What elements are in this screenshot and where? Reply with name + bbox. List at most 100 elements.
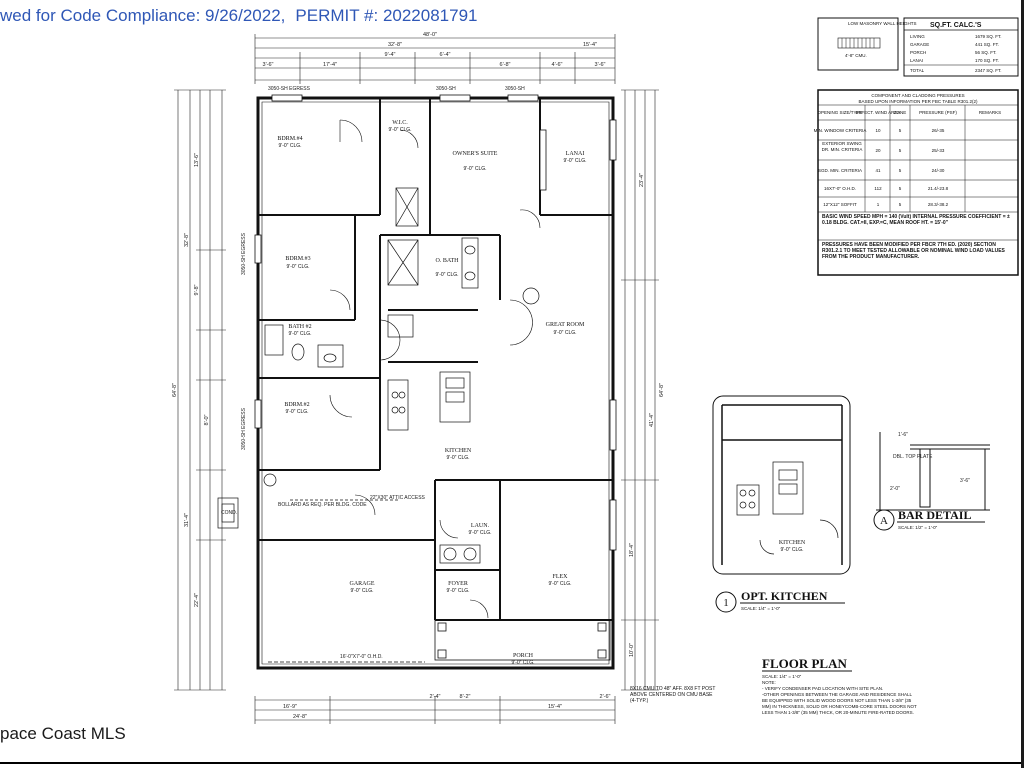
svg-text:ZONE: ZONE: [894, 110, 907, 115]
exterior-walls: [256, 96, 615, 670]
svg-text:21.4/-23.8: 21.4/-23.8: [928, 186, 949, 191]
review-text: wed for Code Compliance: 9/26/2022,: [0, 6, 286, 25]
floor-plan-title: FLOOR PLAN: [762, 656, 847, 671]
svg-text:PORCH: PORCH: [910, 50, 926, 55]
pressure-table: COMPONENT AND CLADDING PRESSURES BASED U…: [814, 89, 1019, 276]
cond-label: COND.: [221, 510, 237, 516]
svg-text:9'-0" CLG.: 9'-0" CLG.: [288, 331, 311, 337]
fixtures: [217, 187, 540, 564]
dim-bottom-4: 15'-4": [548, 704, 562, 710]
svg-text:PRESSURE (PSF): PRESSURE (PSF): [919, 110, 957, 115]
svg-text:441 SQ. FT.: 441 SQ. FT.: [975, 42, 999, 47]
dim-top-9: 3'-6": [595, 62, 606, 68]
svg-text:1'-6": 1'-6": [898, 432, 908, 438]
svg-text:9'-0" CLG.: 9'-0" CLG.: [278, 143, 301, 149]
bottom-border: [0, 762, 1024, 764]
room-bath2: BATH #2: [288, 324, 311, 330]
dim-bottom-3: 2'-4": [430, 694, 441, 700]
svg-text:9'-0" CLG.: 9'-0" CLG.: [468, 530, 491, 536]
room-great-room: GREAT ROOM: [546, 322, 585, 328]
svg-text:25/-33: 25/-33: [932, 148, 945, 153]
svg-text:24/-30: 24/-30: [932, 168, 945, 173]
svg-text:9'-0" CLG.: 9'-0" CLG.: [780, 547, 803, 553]
svg-text:9'-0" CLG.: 9'-0" CLG.: [446, 455, 469, 461]
dim-right-3: 23'-4": [639, 173, 645, 187]
svg-text:9'-0" CLG.: 9'-0" CLG.: [446, 588, 469, 594]
svg-text:20: 20: [875, 148, 881, 153]
floor-plan-note-4: MM) IN THICKNESS, SOLID OR HONEYCOMB-COR…: [762, 704, 917, 709]
dim-left-4: 13'-6": [194, 153, 200, 167]
dim-top-3: 17'-4": [323, 62, 337, 68]
svg-text:12"X12" SOFFIT: 12"X12" SOFFIT: [823, 202, 857, 207]
svg-text:9'-0" CLG.: 9'-0" CLG.: [286, 264, 309, 270]
dim-top-7: 4'-6": [552, 62, 563, 68]
dim-bottom-6: 2'-6": [600, 694, 611, 700]
opt-kitchen-scale: SCALE: 1/4" = 1'-0": [741, 606, 781, 611]
dim-left-3: 31'-4": [184, 513, 190, 527]
windows: [254, 94, 617, 551]
dim-top-1: 32'-8": [388, 42, 402, 48]
attic-note: 22"X30" ATTIC ACCESS: [370, 495, 426, 501]
room-bdrm3: BDRM.#3: [285, 256, 310, 262]
bar-detail: DBL. TOP PLATE 1'-6" 2'-0" 3'-6" A BAR D…: [873, 432, 990, 531]
doors: [329, 119, 541, 619]
bar-detail-scale: SCALE: 1/2" = 1'-0": [898, 525, 938, 530]
room-labels: BDRM.#4 9'-0" CLG. W.I.C. 9'-0" CLG. OWN…: [277, 120, 586, 666]
svg-text:56 SQ. FT.: 56 SQ. FT.: [975, 50, 997, 55]
dim-right-5: 10'-0": [629, 643, 635, 657]
svg-text:16X7'-0" O.H.D.: 16X7'-0" O.H.D.: [824, 186, 856, 191]
window-tag-1: 3050-SH EGRESS: [268, 86, 311, 92]
dim-left-7: 8'-0": [204, 414, 210, 425]
svg-text:4'-8" CMU.: 4'-8" CMU.: [845, 53, 867, 58]
opt-kitchen-title: OPT. KITCHEN: [741, 589, 828, 603]
svg-text:5: 5: [899, 202, 902, 207]
dim-top-6: 6'-8": [500, 62, 511, 68]
mls-watermark: pace Coast MLS: [0, 724, 126, 743]
svg-text:170 SQ. FT.: 170 SQ. FT.: [975, 58, 999, 63]
sqft-table-title: SQ.FT. CALC.'S: [930, 22, 982, 29]
dim-bottom-5: 24'-8": [293, 714, 307, 720]
masonry-post-note: 8X16 CMU TO 48" AFF. 8X8 FT POST ABOVE C…: [630, 686, 715, 704]
room-flex: FLEX: [553, 574, 569, 580]
room-bdrm2: BDRM.#2: [284, 402, 309, 408]
right-border: [1021, 0, 1024, 768]
dimension-lines: [174, 34, 659, 724]
svg-text:LANAI: LANAI: [910, 58, 923, 63]
dim-left-1: 64'-8": [172, 383, 178, 397]
room-laundry: LAUN.: [471, 523, 490, 529]
dim-top-4: 9'-4": [385, 52, 396, 58]
svg-text:9'-0" CLG.: 9'-0" CLG.: [548, 581, 571, 587]
svg-text:5: 5: [899, 128, 902, 133]
svg-text:OPENING SIZE/TYPE: OPENING SIZE/TYPE: [817, 110, 862, 115]
room-bdrm4: BDRM.#4: [277, 136, 302, 142]
dim-top-8: 3'-6": [263, 62, 274, 68]
dim-left-6: 22'-4": [194, 593, 200, 607]
svg-text:1679 SQ. FT.: 1679 SQ. FT.: [975, 34, 1002, 39]
svg-text:9'-0" CLG.: 9'-0" CLG.: [511, 660, 534, 666]
svg-text:KITCHEN: KITCHEN: [779, 540, 806, 546]
dim-bottom-1: 16'-9": [283, 704, 297, 710]
svg-text:5: 5: [899, 186, 902, 191]
room-garage: GARAGE: [350, 581, 375, 587]
svg-text:TOTAL: TOTAL: [910, 68, 925, 73]
sqft-table: SQ.FT. CALC.'S LIVING 1679 SQ. FT. GARAG…: [903, 17, 1019, 77]
dim-top-2: 15'-4": [583, 42, 597, 48]
room-wic: W.I.C.: [392, 120, 408, 126]
dim-left-2: 32'-8": [184, 233, 190, 247]
window-tag-5: 3050-SH EGRESS: [241, 407, 247, 450]
svg-text:SGD. MIN. CRITERIA: SGD. MIN. CRITERIA: [818, 168, 862, 173]
svg-text:LIVING: LIVING: [910, 34, 925, 39]
room-foyer: FOYER: [448, 581, 468, 587]
dim-right-2: 41'-4": [649, 413, 655, 427]
svg-text:1: 1: [877, 202, 880, 207]
masonry-legend: LOW MASONRY WALL HEIGHTS 4'-8" CMU.: [817, 17, 917, 71]
svg-text:28.3/-38.2: 28.3/-38.2: [928, 202, 949, 207]
svg-text:LOW MASONRY WALL HEIGHTS: LOW MASONRY WALL HEIGHTS: [848, 21, 917, 26]
interior-walls: [258, 98, 613, 621]
bar-detail-title: BAR DETAIL: [898, 508, 971, 522]
svg-text:41: 41: [875, 168, 881, 173]
svg-text:3'-6": 3'-6": [960, 478, 970, 484]
svg-text:9'-0" CLG.: 9'-0" CLG.: [350, 588, 373, 594]
svg-text:9'-0" CLG.: 9'-0" CLG.: [388, 127, 411, 133]
bollard-note: BOLLARD AS REQ. PER BLDG. CODE: [278, 502, 367, 508]
